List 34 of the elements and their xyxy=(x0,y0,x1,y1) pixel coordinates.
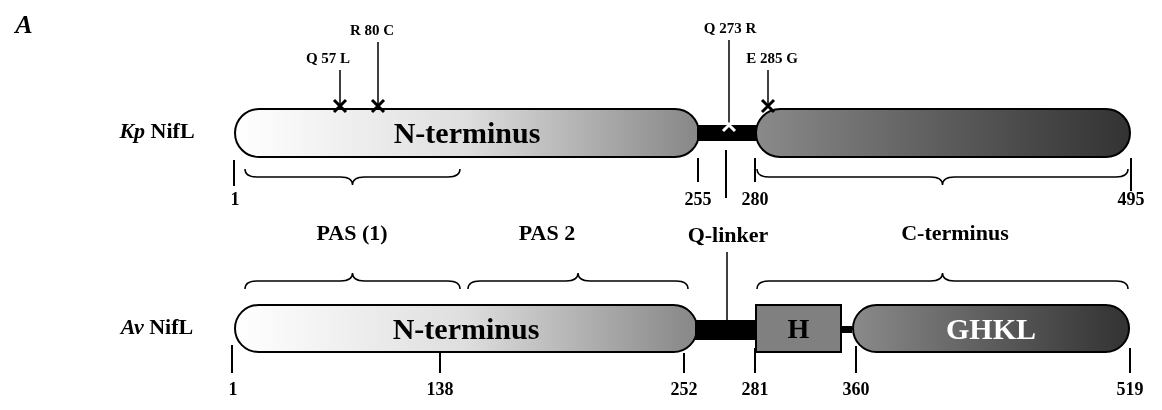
residue-number: 280 xyxy=(741,190,769,208)
label-text: R 80 C xyxy=(349,22,395,38)
residue-number: 1 xyxy=(230,190,240,208)
label-text: E 285 G xyxy=(746,50,798,66)
panel-letter: A xyxy=(15,12,33,38)
residue-number: 281 xyxy=(741,380,769,398)
domain-pill xyxy=(234,108,700,158)
domain-name: GHKL xyxy=(946,313,1036,344)
residue-number: 519 xyxy=(1116,380,1144,398)
domain-name: N-terminus xyxy=(393,118,541,148)
label-text: Q 273 R xyxy=(703,20,757,36)
label-text: Q-linker xyxy=(687,224,769,246)
leader-line xyxy=(726,251,728,321)
linker-bar xyxy=(842,326,852,333)
residue-number: 138 xyxy=(426,380,454,398)
linker-bar xyxy=(697,125,757,141)
domain-name: H xyxy=(787,314,810,343)
domain-box xyxy=(755,304,842,353)
residue-number: 255 xyxy=(684,190,712,208)
residue-number: 360 xyxy=(842,380,870,398)
linker-bar xyxy=(695,320,757,340)
domain-pill xyxy=(755,108,1131,158)
domain-label: C-terminus xyxy=(901,222,1009,244)
label-text: Q 57 L xyxy=(305,50,351,66)
domain-pill xyxy=(852,304,1130,353)
domain-label: PAS 2 xyxy=(518,222,576,244)
domain-name: N-terminus xyxy=(392,313,540,344)
residue-number: 252 xyxy=(670,380,698,398)
domain-label: PAS (1) xyxy=(316,222,388,244)
residue-number: 1 xyxy=(228,380,238,398)
protein-name: Kp NifL xyxy=(119,120,195,142)
residue-number: 495 xyxy=(1117,190,1145,208)
protein-name: Av NifL xyxy=(120,316,194,338)
domain-pill xyxy=(234,304,698,353)
